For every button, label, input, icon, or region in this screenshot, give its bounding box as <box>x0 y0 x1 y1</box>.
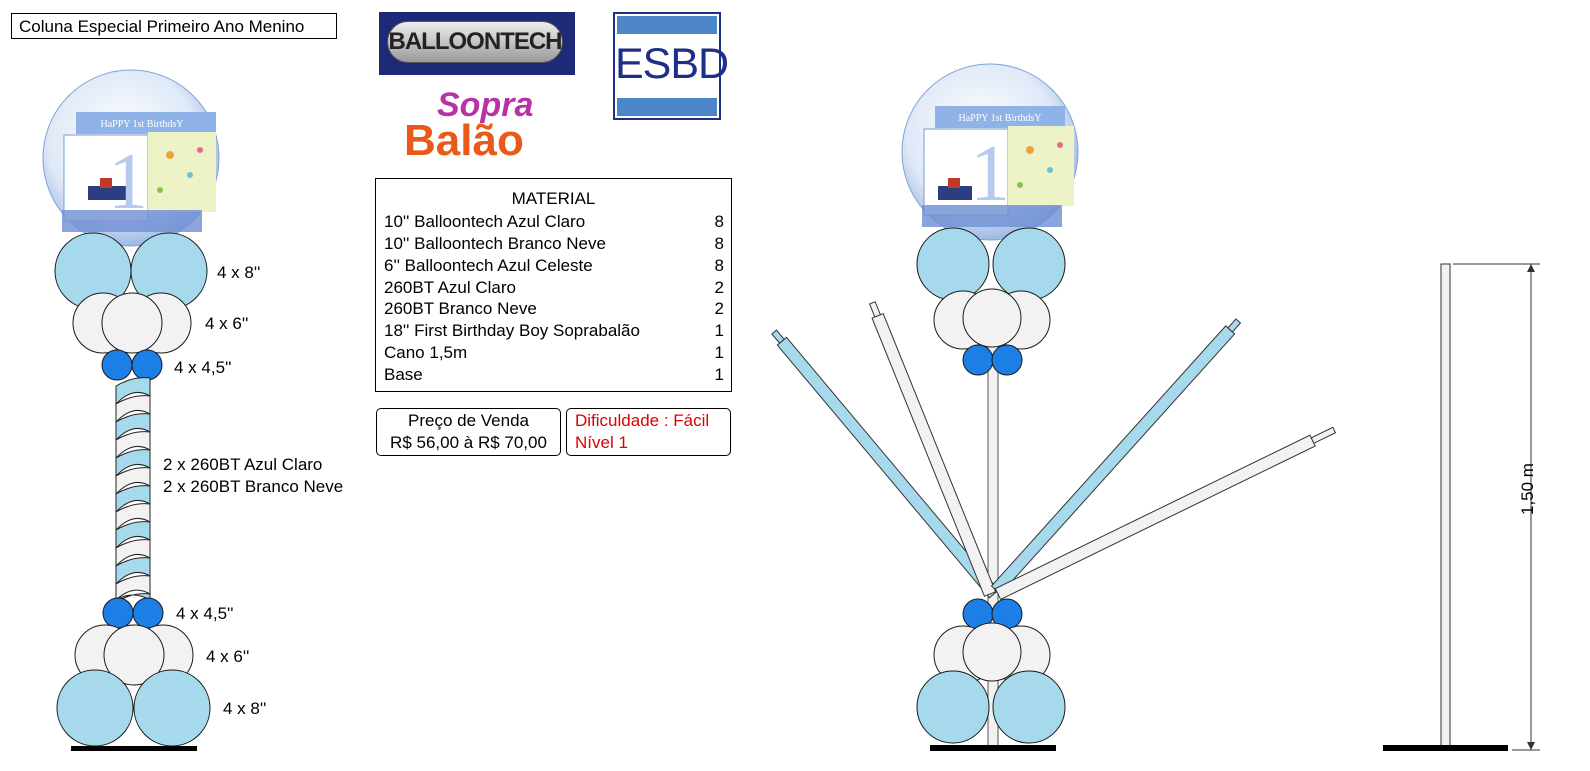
difficulty-box: Dificuldade : Fácil Nível 1 <box>566 408 731 456</box>
material-name: 10'' Balloontech Branco Neve <box>384 234 606 253</box>
difficulty-label: Dificuldade : Fácil <box>575 411 710 430</box>
dimension-label-wrap: 1,50 m <box>1510 455 1550 555</box>
material-row: 260BT Branco Neve 2 <box>384 299 724 321</box>
balloontech-logo: BALLOONTECH <box>379 12 575 75</box>
material-row: Base 1 <box>384 365 724 387</box>
balloon-8in <box>992 227 1066 301</box>
material-qty: 8 <box>714 256 724 275</box>
balloon-6in <box>101 292 163 354</box>
label-bottom-8in: 4 x 8'' <box>223 699 267 718</box>
balloon-6in <box>103 624 165 686</box>
soprabalao-logo: Sopra Balão <box>402 86 552 168</box>
left-foil-number: 1 <box>108 138 148 226</box>
right-foil-text: HaPPY 1st BirthdsY <box>959 113 1042 124</box>
balloon-8in <box>133 669 211 747</box>
material-qty: 8 <box>714 234 724 253</box>
material-row: 10'' Balloontech Branco Neve 8 <box>384 234 724 256</box>
material-name: Base <box>384 365 423 384</box>
balloon-45in <box>962 344 994 376</box>
price-label: Preço de Venda <box>408 411 529 430</box>
label-top-45in: 4 x 4,5'' <box>174 358 232 377</box>
material-qty: 2 <box>714 278 724 297</box>
twist-column <box>115 377 151 603</box>
material-name: 260BT Branco Neve <box>384 299 537 318</box>
balloon-45in <box>991 344 1023 376</box>
balloontech-logo-text: BALLOONTECH <box>387 21 563 63</box>
diagram-title: Coluna Especial Primeiro Ano Menino <box>11 13 337 39</box>
balloon-8in <box>56 669 134 747</box>
material-qty: 1 <box>714 343 724 362</box>
esbd-logo-text: ESBD <box>615 40 729 88</box>
label-twist-white: 2 x 260BT Branco Neve <box>163 477 344 496</box>
label-twist-blue: 2 x 260BT Azul Claro <box>163 455 323 474</box>
right-foil-balloon: 1 HaPPY 1st BirthdsY <box>901 63 1079 241</box>
material-row: Cano 1,5m 1 <box>384 343 724 365</box>
material-table: MATERIAL 10'' Balloontech Azul Claro 8 10… <box>375 178 732 392</box>
label-top-6in: 4 x 6'' <box>205 314 249 333</box>
material-row: 260BT Azul Claro 2 <box>384 278 724 300</box>
material-qty: 8 <box>714 212 724 231</box>
material-row: 10'' Balloontech Azul Claro 8 <box>384 212 724 234</box>
dimension-frame <box>1383 263 1540 751</box>
material-name: 18'' First Birthday Boy Soprabalão <box>384 321 640 340</box>
balloon-8in <box>916 227 990 301</box>
balloon-6in <box>962 288 1022 348</box>
material-row: 6'' Balloontech Azul Celeste 8 <box>384 256 724 278</box>
material-qty: 2 <box>714 299 724 318</box>
left-foil-balloon: 1 HaPPY 1st BirthdsY <box>42 69 220 247</box>
material-name: Cano 1,5m <box>384 343 468 362</box>
label-bottom-45in: 4 x 4,5'' <box>176 604 234 623</box>
material-name: 6'' Balloontech Azul Celeste <box>384 256 593 275</box>
spray-balloons <box>771 301 1337 601</box>
price-value: R$ 56,00 à R$ 70,00 <box>390 433 547 452</box>
left-base <box>71 746 197 751</box>
balloon-45in <box>131 349 163 381</box>
soprabalao-logo-bottom: Balão <box>404 116 524 165</box>
label-top-8in: 4 x 8'' <box>217 263 261 282</box>
material-header: MATERIAL <box>511 189 596 208</box>
price-box: Preço de Venda R$ 56,00 à R$ 70,00 <box>376 408 561 456</box>
difficulty-level: Nível 1 <box>575 433 628 452</box>
right-column: 1 HaPPY 1st BirthdsY <box>771 63 1337 751</box>
balloon-6in <box>962 622 1022 682</box>
soprabalao-logo-top: Sopra <box>437 86 534 124</box>
material-row: 18'' First Birthday Boy Soprabalão 1 <box>384 321 724 343</box>
balloon-45in <box>132 597 164 629</box>
material-qty: 1 <box>714 365 724 384</box>
balloon-8in <box>916 670 990 744</box>
esbd-logo: ESBD <box>613 12 729 120</box>
left-foil-text: HaPPY 1st BirthdsY <box>101 119 184 130</box>
balloon-45in <box>102 597 134 629</box>
right-foil-number: 1 <box>970 130 1010 218</box>
right-base <box>930 745 1056 751</box>
material-name: 10'' Balloontech Azul Claro <box>384 212 586 231</box>
balloon-45in <box>101 349 133 381</box>
balloon-8in <box>992 670 1066 744</box>
material-qty: 1 <box>714 321 724 340</box>
material-name: 260BT Azul Claro <box>384 278 516 297</box>
label-bottom-6in: 4 x 6'' <box>206 647 250 666</box>
left-column: 1 HaPPY 1st BirthdsY <box>42 69 220 751</box>
dimension-label: 1,50 m <box>1518 463 1537 515</box>
